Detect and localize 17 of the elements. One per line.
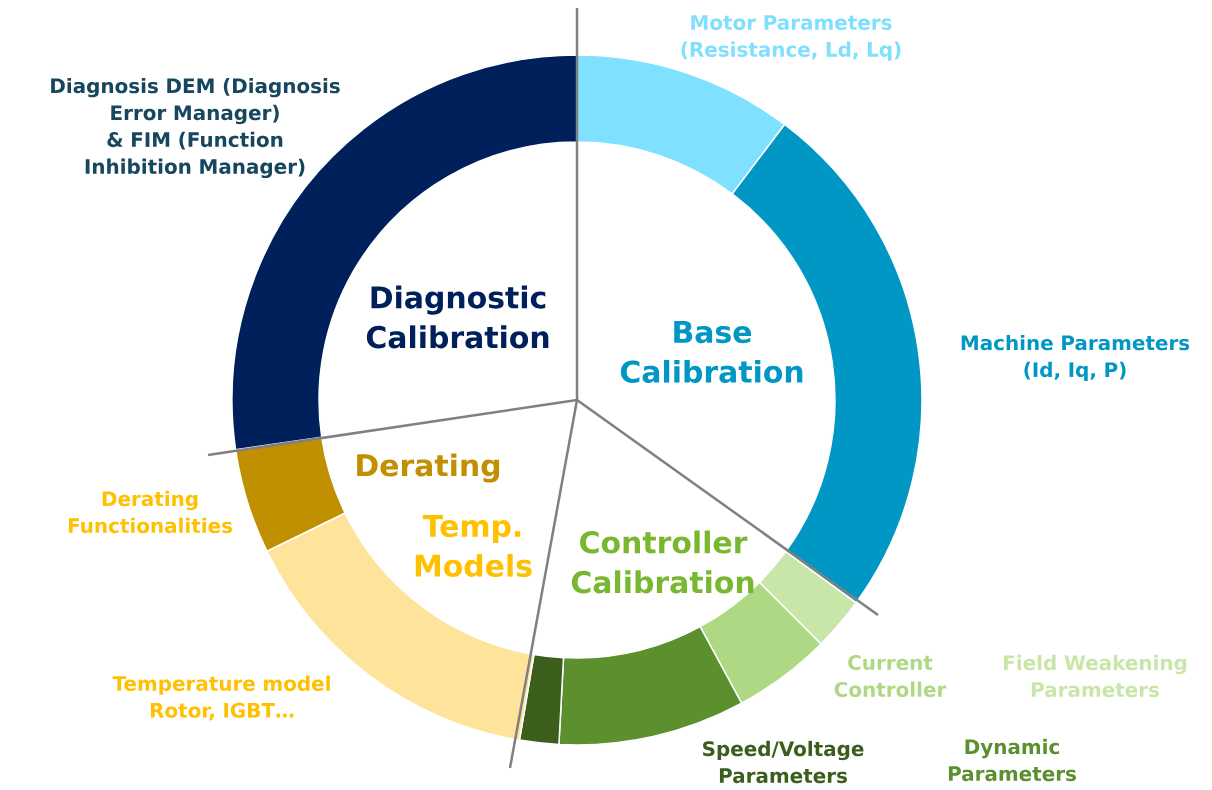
segment-label: Motor Parameters (Resistance, Ld, Lq): [681, 15, 901, 61]
segment-label: Diagnosis DEM (Diagnosis Error Manager) & FIM (Function Inhibition Manager): [51, 77, 340, 179]
category-title: Base Calibration: [620, 320, 803, 383]
segment-label: Dynamic Parameters: [948, 738, 1076, 782]
ring-segment: [758, 550, 857, 645]
segment-label: Current Controller: [834, 655, 947, 697]
segment-label: Temperature model Rotor, IGBT…: [112, 675, 330, 721]
ring-segment: [518, 653, 565, 746]
category-title: Diagnostic Calibration: [366, 285, 549, 349]
category-title: Temp. Models: [415, 514, 532, 577]
segment-label: Speed/Voltage Parameters: [703, 740, 864, 784]
segment-label: Field Weakening Parameters: [1004, 654, 1187, 698]
category-title: Derating: [357, 453, 500, 483]
category-title: Controller Calibration: [571, 530, 754, 594]
segment-label: Machine Parameters (Id, Iq, P): [961, 334, 1190, 382]
ring-segment: [234, 436, 346, 552]
segment-label: Derating Functionalities: [68, 490, 233, 534]
